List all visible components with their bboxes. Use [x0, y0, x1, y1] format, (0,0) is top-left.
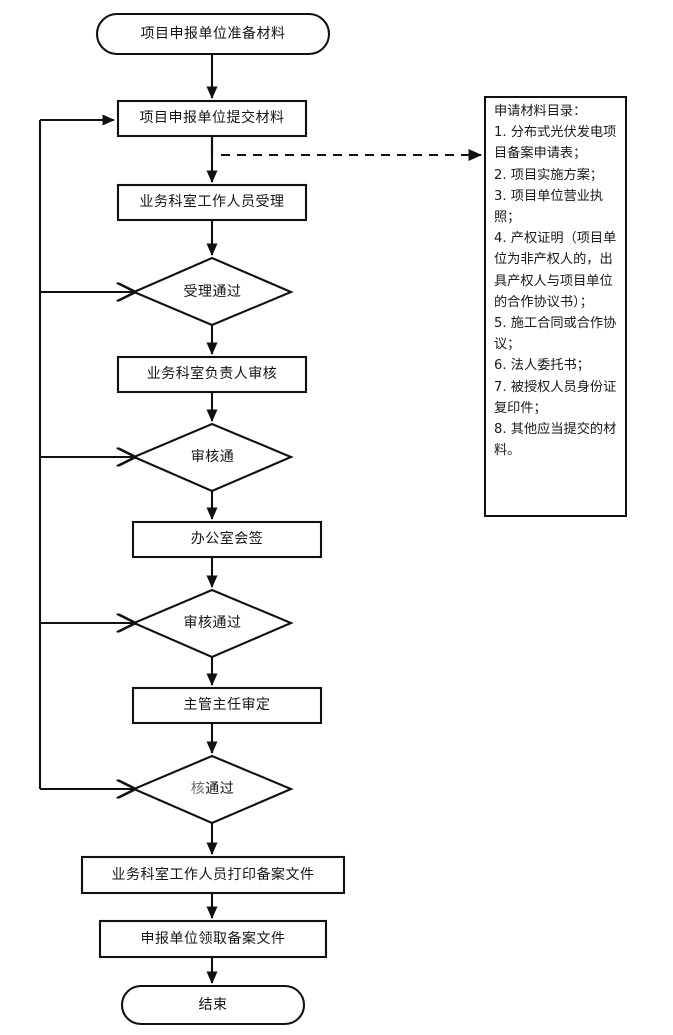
node-shape-director-approval	[131, 686, 323, 725]
node-shape-accept-pass	[131, 256, 294, 327]
node-shape-review-pass-1	[131, 422, 294, 493]
node-shape-end	[120, 984, 306, 1026]
application-materials-text: 申请材料目录： 1. 分布式光伏发电项目备案申请表； 2. 项目实施方案； 3.…	[494, 104, 617, 459]
node-shape-submit	[116, 99, 308, 138]
node-shape-print-record	[80, 855, 346, 895]
node-shape-accept	[116, 183, 308, 222]
application-materials-panel	[484, 96, 627, 517]
node-shape-collect-record	[98, 919, 328, 959]
node-shape-review-pass-3	[131, 754, 294, 825]
node-shape-office-countersign	[131, 520, 323, 559]
node-shape-review-pass-2	[131, 588, 294, 659]
node-shape-section-review	[116, 355, 308, 394]
node-shape-start	[95, 12, 331, 56]
